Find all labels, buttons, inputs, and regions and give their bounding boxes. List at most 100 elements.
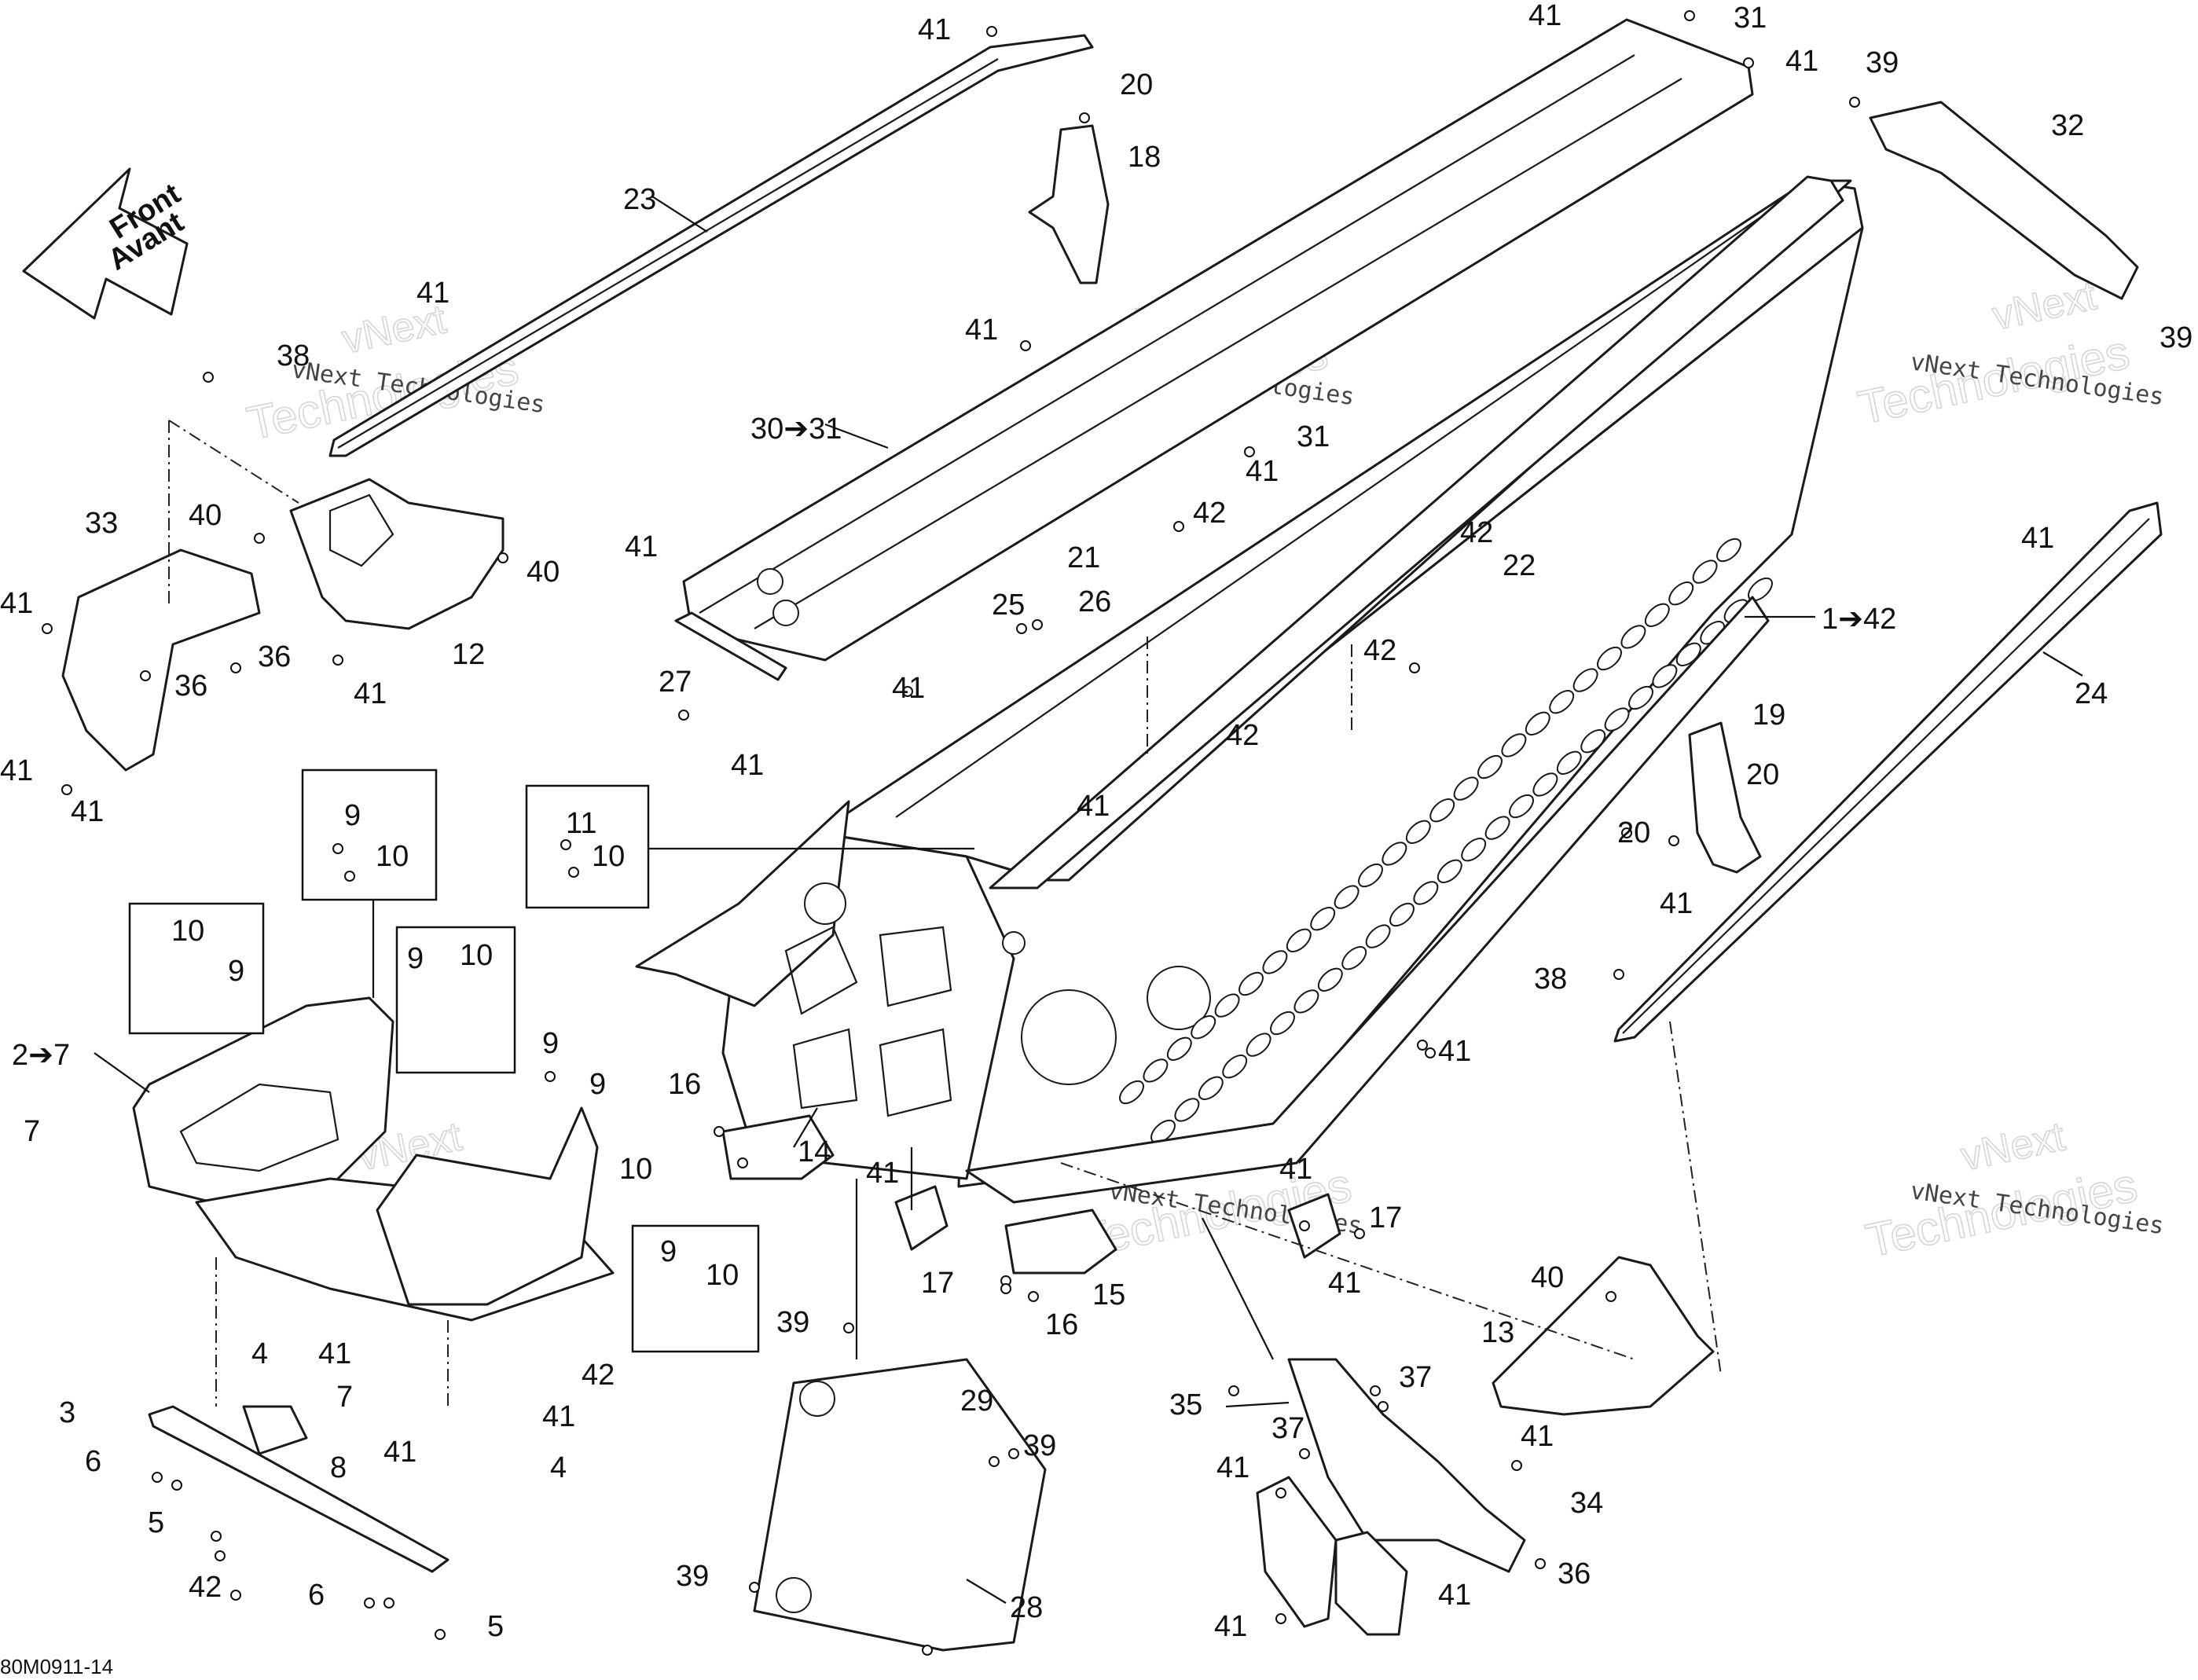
callout-39: 39 [676, 1560, 709, 1593]
callout-41: 41 [1438, 1035, 1471, 1068]
bumper-32 [1869, 101, 2139, 300]
fastener [986, 26, 997, 37]
callout-41: 41 [1521, 1420, 1554, 1453]
tunnel-left-wing [635, 800, 850, 1007]
cooler-hole [1572, 668, 1598, 692]
front-frame-cutout [179, 1083, 339, 1172]
cooler-hole [1509, 794, 1534, 819]
cooler-hole [1604, 707, 1630, 732]
cooler-hole [1652, 664, 1678, 688]
callout-39: 39 [1023, 1429, 1056, 1462]
fastener [344, 871, 355, 882]
cooler-hole [1286, 928, 1312, 952]
fastener [61, 784, 72, 795]
cooler-hole [1668, 581, 1694, 606]
callout-40: 40 [189, 499, 222, 532]
fastener [1511, 1460, 1522, 1471]
fastener [1605, 1291, 1616, 1302]
leader-2-7 [94, 1052, 150, 1093]
tunnel-cutout-4 [792, 1028, 858, 1110]
cooler-hole [1270, 1011, 1295, 1036]
cooler-hole [1501, 733, 1527, 757]
cooler-hole [1358, 863, 1383, 888]
tunnel-round-hole-4 [1002, 931, 1026, 955]
callout-25: 25 [992, 589, 1025, 622]
fastener [332, 843, 343, 854]
fastener [332, 655, 343, 666]
fastener [714, 1126, 725, 1137]
fastener [922, 1645, 933, 1656]
fastener [211, 1531, 222, 1542]
callout-36: 36 [174, 669, 207, 702]
cooler-hole [1405, 820, 1431, 844]
callout-41: 41 [1246, 455, 1279, 488]
fastener [140, 670, 151, 681]
bracket-19 [1688, 721, 1762, 874]
heat-exchanger-middle [989, 175, 1844, 890]
cooler-hole [1525, 711, 1550, 735]
callout-15: 15 [1092, 1278, 1125, 1311]
fastener [1613, 969, 1624, 980]
callout-6: 6 [85, 1445, 101, 1478]
callout-41: 41 [0, 587, 33, 620]
cooler-hole [1437, 859, 1462, 883]
cooler-hole [1334, 885, 1360, 909]
cooler-hole [1382, 842, 1407, 866]
callout-36: 36 [1558, 1557, 1591, 1590]
fastener [1743, 57, 1754, 68]
radiator-28-filler-neck [799, 1381, 835, 1417]
fastener [1228, 1385, 1239, 1396]
leader-14 [793, 1107, 818, 1148]
callout-11: 11 [566, 807, 596, 840]
fastener [749, 1582, 760, 1593]
hardware-box-11-10 [525, 784, 650, 909]
skid-plate-3 [148, 1405, 450, 1573]
callout-3: 3 [59, 1396, 75, 1429]
callout-8: 8 [330, 1451, 347, 1484]
callout-9: 9 [660, 1235, 677, 1268]
callout-41: 41 [1216, 1451, 1249, 1484]
fastener [545, 1071, 556, 1082]
leader-lines [94, 196, 2083, 1604]
callout-41: 41 [1328, 1267, 1361, 1300]
cooler-hole [1341, 946, 1367, 970]
hardware-box-9-10-mid [395, 926, 516, 1074]
rail-23 [328, 34, 1094, 457]
callout-18: 18 [1128, 141, 1161, 174]
cooler-hole [1580, 729, 1606, 754]
rail-24-edge [1622, 518, 2150, 1034]
bracket-18 [1028, 124, 1110, 284]
cooler-hole [1246, 1033, 1271, 1057]
fastener [230, 662, 241, 673]
cooler-hole [1119, 1080, 1144, 1105]
callout-41: 41 [1279, 1153, 1312, 1186]
support-12 [289, 478, 505, 630]
callout-22: 22 [1503, 549, 1536, 582]
a-arm-34-body [1287, 1358, 1526, 1573]
callout-23: 23 [623, 183, 656, 216]
rail-23-body [328, 34, 1094, 457]
cooler-hole [1191, 1015, 1216, 1040]
callout-35: 35 [1169, 1388, 1202, 1421]
leader-arrow-34 [1202, 1217, 1274, 1360]
cooler-hole [1166, 1036, 1192, 1061]
fastener [1417, 1040, 1428, 1051]
heat-exchanger-30-cap-1 [757, 568, 783, 595]
fastener [1621, 827, 1632, 838]
callout-9: 9 [228, 955, 244, 988]
plate-17-right [1287, 1193, 1341, 1259]
tunnel-cutout-3 [879, 1028, 952, 1117]
callout-42: 42 [1193, 497, 1226, 530]
callout-41: 41 [731, 749, 764, 782]
callout-5: 5 [148, 1506, 164, 1539]
callout-41: 41 [1438, 1579, 1471, 1612]
callout-31: 31 [1734, 2, 1767, 35]
hardware-box-10-9-left [128, 902, 265, 1035]
rail-23-edge [337, 58, 999, 449]
cooler-hole [1143, 1058, 1169, 1083]
callout-28: 28 [1010, 1591, 1043, 1624]
callout-30-31: 30➔31 [750, 413, 842, 446]
callout-41: 41 [965, 314, 998, 347]
fastener [1370, 1385, 1381, 1396]
callout-17: 17 [1369, 1201, 1402, 1234]
